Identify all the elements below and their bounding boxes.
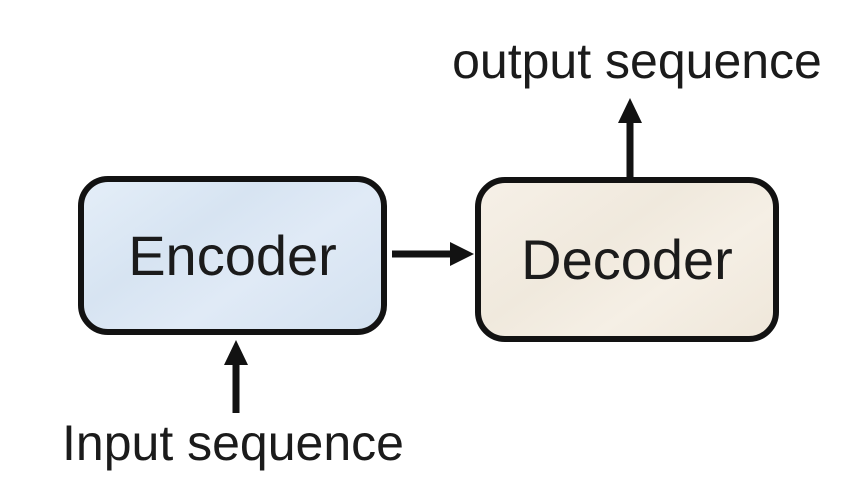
- arrow-encoder-to-decoder: [392, 242, 474, 266]
- decoder-node: Decoder: [475, 177, 779, 342]
- arrow-input-to-encoder: [224, 340, 248, 413]
- input-sequence-label: Input sequence: [62, 415, 404, 471]
- encoder-node-label: Encoder: [128, 223, 337, 287]
- output-sequence-label: output sequence: [452, 33, 822, 89]
- decoder-node-label: Decoder: [521, 227, 733, 291]
- encoder-node: Encoder: [78, 176, 387, 335]
- arrow-decoder-to-output: [618, 98, 642, 178]
